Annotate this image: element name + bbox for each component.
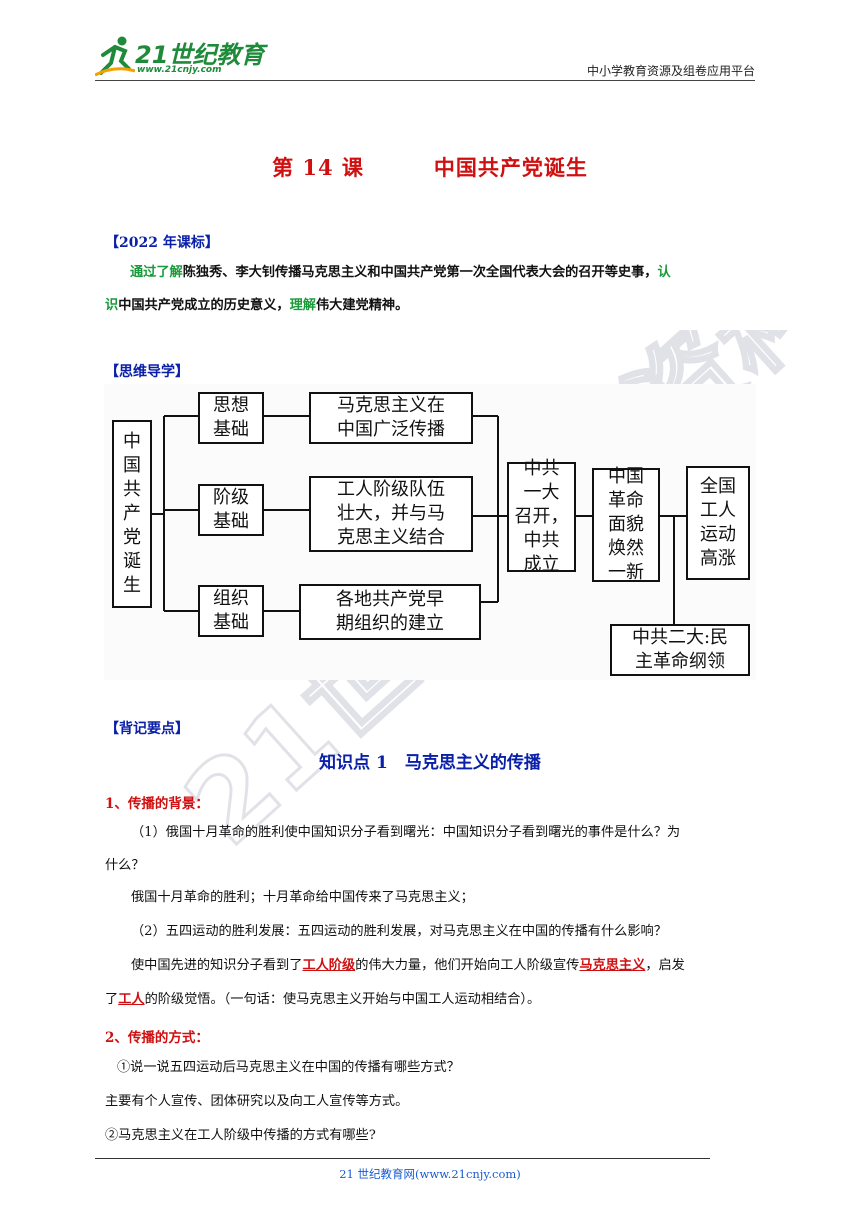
knowledge-point-1-title: 知识点 1 马克思主义的传播 [319, 753, 541, 773]
page-title: 第 14 课 中国共产党诞生 [0, 152, 860, 182]
heading-background: 1、传播的背景： [105, 796, 209, 812]
detail-node-ideology: 马克思主义在 中国广泛传播 [309, 392, 473, 444]
labor-movement-node: 全国 工人 运动 高涨 [686, 466, 750, 580]
answer-1: 主要有个人宣传、团体研究以及向工人宣传等方式。 [105, 1094, 409, 1109]
runner-logo-icon [95, 36, 135, 77]
root-node: 中 国 共 产 党 诞 生 [112, 420, 152, 608]
paragraph-5: 了工人的阶级觉悟。（一句话：使马克思主义开始与中国工人运动相结合）。 [105, 992, 541, 1007]
paragraph-3: （2）五四运动的胜利发展：五四运动的胜利发展，对马克思主义在中国的传播有什么影响… [131, 924, 667, 939]
base-node-class: 阶级 基础 [198, 484, 264, 536]
base-node-organization: 组织 基础 [198, 585, 264, 637]
founding-node: 中共 一大 召开， 中共 成立 [507, 458, 576, 575]
lesson-name: 中国共产党诞生 [433, 155, 588, 180]
standard-line-2: 识中国共产党成立的历史意义，理解伟大建党精神。 [105, 298, 409, 313]
detail-node-organization: 各地共产党早 期组织的建立 [299, 584, 481, 640]
site-logo: 21世纪教育 www.21cnjy.com [95, 35, 265, 81]
points-label: 【背记要点】 [105, 721, 189, 737]
footer-divider [95, 1158, 710, 1159]
paragraph-1b: 什么？ [105, 858, 145, 873]
paragraph-1a: （1）俄国十月革命的胜利使中国知识分子看到曙光：中国知识分子看到曙光的事件是什么… [131, 825, 681, 840]
heading-methods: 2、传播的方式： [105, 1030, 209, 1046]
mindmap-connectors [150, 415, 686, 624]
paragraph-4: 使中国先进的知识分子看到了工人阶级的伟大力量，他们开始向工人阶级宣传马克思主义，… [131, 958, 685, 973]
paragraph-2: 俄国十月革命的胜利；十月革命给中国传来了马克思主义； [131, 890, 474, 905]
standard-label: 【2022 年课标】 [105, 235, 219, 251]
logo-text: 21世纪教育 [135, 41, 265, 69]
header-platform-text: 中小学教育资源及组卷应用平台 [586, 64, 755, 78]
logo-url: www.21cnjy.com [137, 65, 222, 75]
footer-text: 21 世纪教育网(www.21cnjy.com) [339, 1167, 521, 1181]
base-node-ideology: 思想 基础 [198, 392, 264, 444]
question-2: ②马克思主义在工人阶级中传播的方式有哪些? [105, 1128, 376, 1143]
second-congress-node: 中共二大:民 主革命纲领 [610, 624, 750, 676]
mindmap-label: 【思维导学】 [105, 364, 189, 380]
standard-line-1: 通过了解陈独秀、李大钊传播马克思主义和中国共产党第一次全国代表大会的召开等史事，… [130, 265, 671, 280]
detail-node-class: 工人阶级队伍 壮大，并与马 克思主义结合 [309, 476, 473, 552]
new-look-node: 中国 革命 面貌 焕然 一新 [592, 466, 660, 583]
mindmap-diagram: 中 国 共 产 党 诞 生 思想 基础 阶级 基础 组织 基础 马克思主义在 中… [104, 384, 756, 680]
question-1: ①说一说五四运动后马克思主义在中国的传播有哪些方式？ [117, 1060, 460, 1075]
lesson-number: 第 14 课 [272, 155, 364, 180]
header-divider [95, 80, 755, 81]
